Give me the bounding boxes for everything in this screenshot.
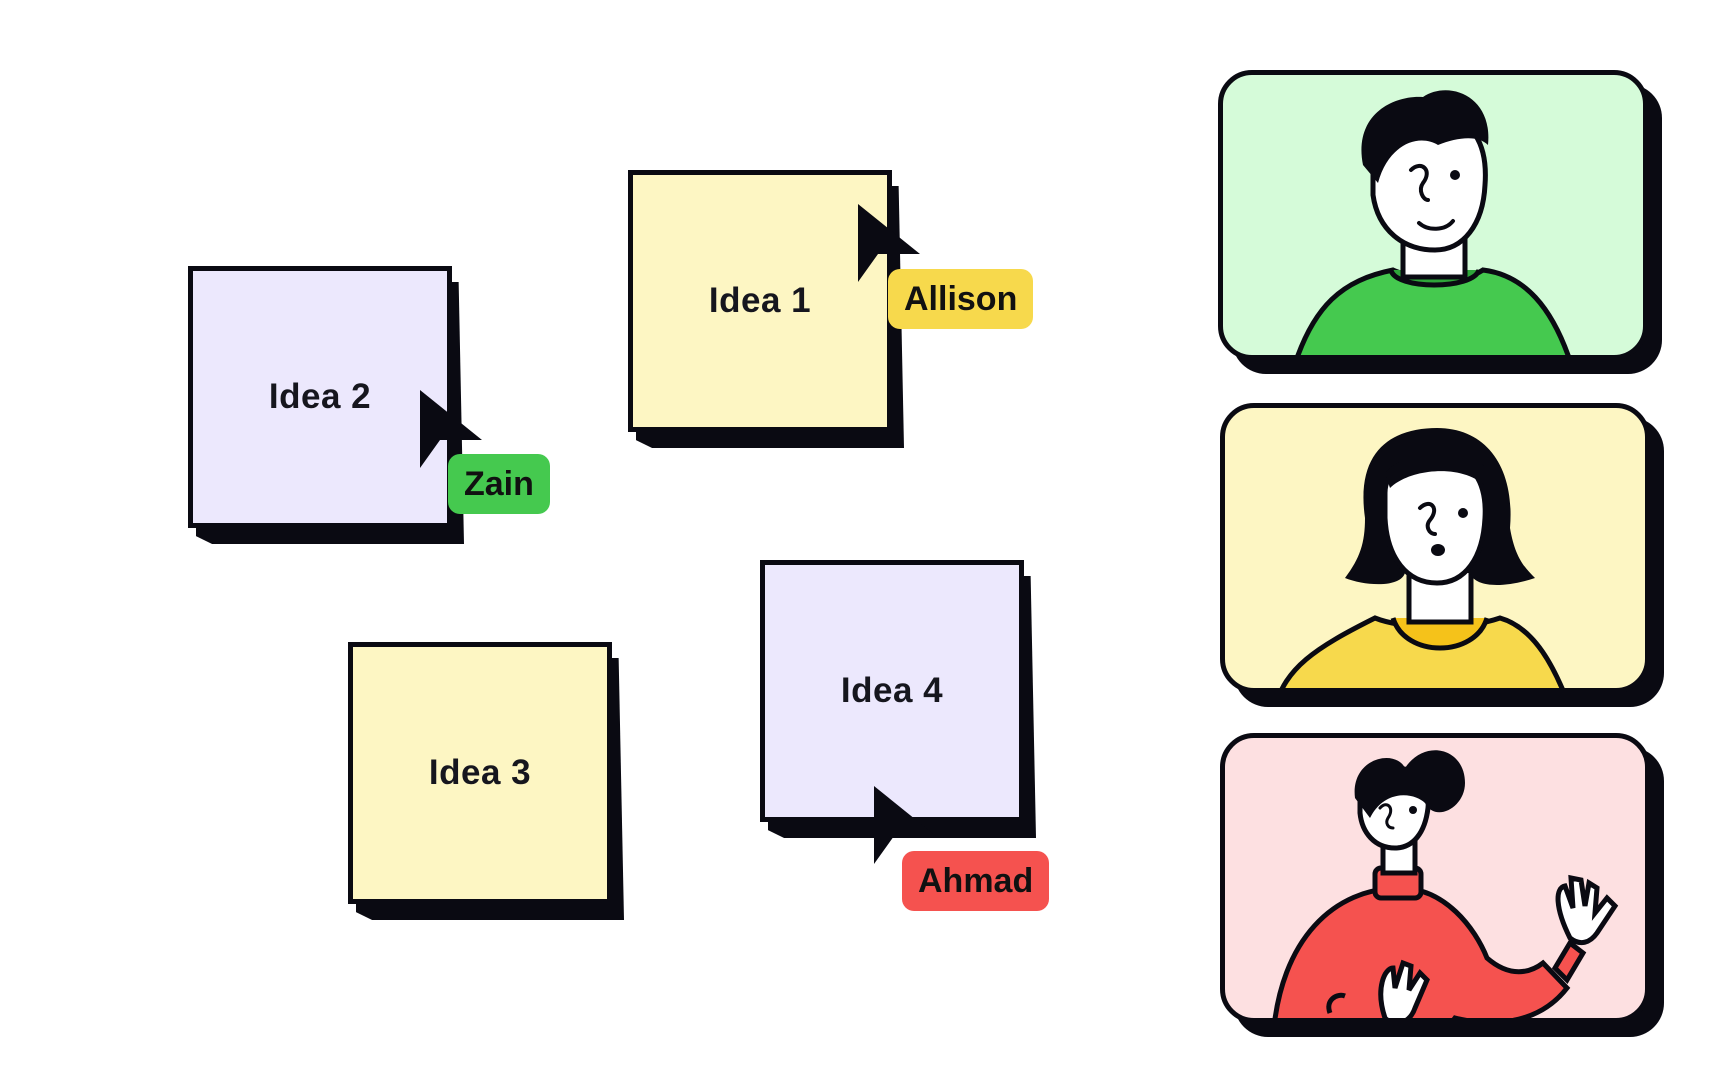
- video-tile-2[interactable]: [1220, 403, 1664, 707]
- sticky-note-idea-2[interactable]: Idea 2: [188, 266, 468, 546]
- collaborator-tag-allison: Allison: [888, 269, 1034, 329]
- man-avatar-icon: [1295, 90, 1571, 355]
- sticky-note-label: Idea 3: [428, 753, 532, 792]
- sticky-note-idea-3[interactable]: Idea 3: [348, 642, 628, 922]
- zain-cursor-icon: [420, 390, 482, 468]
- sticky-note-label: Idea 4: [840, 671, 944, 710]
- sticky-note-label: Idea 2: [268, 377, 372, 416]
- waving-man-avatar-icon: [1272, 750, 1619, 1018]
- collaborator-tag-ahmad: Ahmad: [902, 851, 1050, 911]
- ahmad-cursor-icon: [874, 786, 936, 864]
- video-tile-3[interactable]: [1220, 733, 1664, 1037]
- sticky-note-label: Idea 1: [708, 281, 812, 320]
- allison-cursor-icon: [858, 204, 920, 282]
- video-tile-1[interactable]: [1218, 70, 1662, 374]
- collaborator-tag-zain: Zain: [448, 454, 550, 514]
- sticky-note-idea-4[interactable]: Idea 4: [760, 560, 1040, 840]
- woman-avatar-icon: [1279, 428, 1565, 688]
